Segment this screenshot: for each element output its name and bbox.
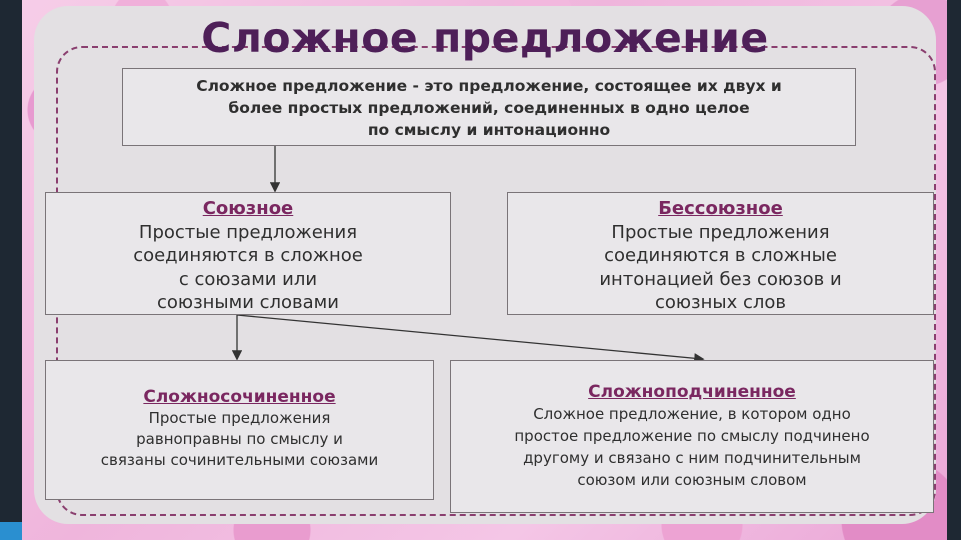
connector-arrows [231, 146, 705, 364]
left-dark-margin [0, 0, 22, 540]
complex-heading: Сложноподчиненное [588, 382, 796, 402]
definition-line: по смыслу и интонационно [367, 121, 611, 139]
union-heading: Союзное [202, 198, 294, 219]
content-panel: Сложное предложение Сложное предложение … [34, 6, 936, 524]
compound-line: связаны сочинительными союзами [100, 451, 379, 469]
definition-line: Сложное предложение - это предложение, с… [196, 77, 782, 95]
union-line: соединяются в сложное [133, 245, 363, 266]
nonunion-line: союзных слов [654, 292, 786, 313]
blue-corner-marker [0, 522, 22, 540]
nonunion-line: интонацией без союзов и [599, 268, 842, 290]
right-dark-margin [947, 0, 961, 540]
nonunion-line: соединяются в сложные [604, 245, 837, 266]
complex-line: союзом или союзным словом [577, 471, 807, 489]
arrow-union-to-complex [236, 314, 705, 364]
union-line: Простые предложения [138, 221, 358, 243]
complex-line: Сложное предложение, в котором одно [533, 405, 851, 423]
union-box: Союзное Простые предложения соединяются … [45, 192, 451, 315]
definition-line: более простых предложений, соединенных в… [228, 99, 750, 117]
nonunion-line: Простые предложения [611, 221, 830, 243]
compound-line: равноправны по смыслу и [136, 430, 343, 448]
complex-box: Сложноподчиненное Сложное предложение, в… [450, 360, 934, 513]
complex-line: простое предложение по смыслу подчинено [514, 427, 870, 445]
compound-box: Сложносочиненное Простые предложения рав… [45, 360, 434, 500]
union-line: союзными словами [157, 292, 339, 313]
compound-heading: Сложносочиненное [143, 387, 336, 407]
compound-line: Простые предложения [148, 409, 331, 427]
union-line: с союзами или [178, 268, 318, 290]
nonunion-heading: Бессоюзное [658, 198, 783, 219]
definition-box: Сложное предложение - это предложение, с… [122, 68, 856, 146]
slide: Сложное предложение Сложное предложение … [22, 0, 947, 540]
nonunion-box: Бессоюзное Простые предложения соединяют… [507, 192, 934, 315]
complex-line: другому и связано с ним подчинительным [523, 449, 861, 467]
slide-title: Сложное предложение [201, 14, 769, 62]
